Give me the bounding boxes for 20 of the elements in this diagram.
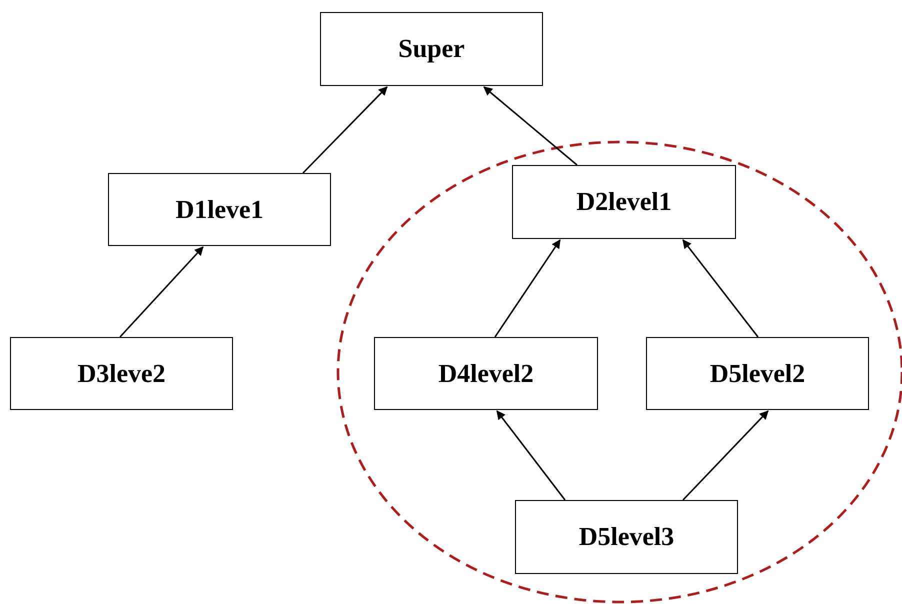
class-name: D3leve2 — [77, 358, 166, 388]
class-name: Super — [398, 34, 465, 64]
class-box — [646, 337, 869, 410]
arrow — [119, 246, 204, 338]
class-box — [374, 337, 598, 410]
arrow — [496, 410, 566, 500]
class-name: D5level2 — [710, 358, 806, 388]
class-box — [10, 337, 233, 410]
class-box — [108, 173, 331, 246]
class-box — [320, 12, 543, 86]
arrow — [682, 239, 759, 338]
arrow — [494, 239, 561, 338]
class-name: D1leve1 — [175, 194, 264, 224]
arrow — [302, 86, 388, 174]
class-name: D2level1 — [576, 187, 672, 217]
arrow — [682, 410, 769, 501]
class-name: D4level2 — [438, 358, 534, 388]
class-box — [512, 165, 736, 239]
class-name: D5level3 — [578, 522, 674, 552]
class-box — [515, 500, 738, 574]
